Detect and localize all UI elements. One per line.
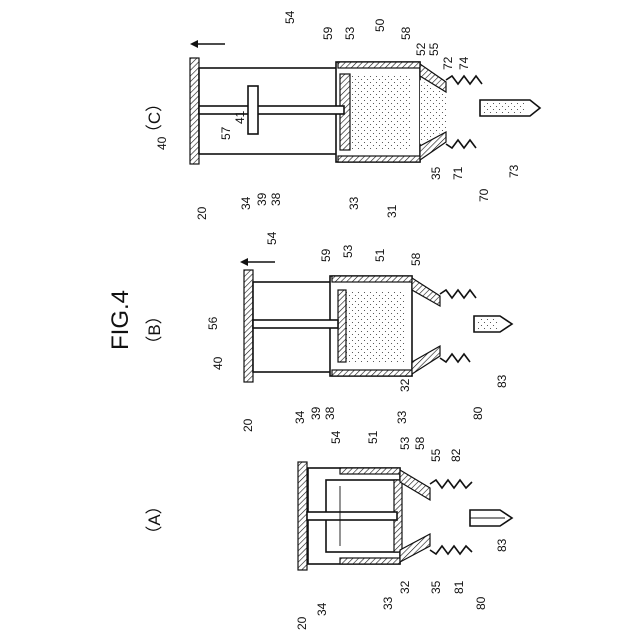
label-b-56: 56 <box>206 316 220 330</box>
label-c-20: 20 <box>195 206 209 220</box>
label-c-31: 31 <box>385 204 399 218</box>
label-a-34: 34 <box>315 602 329 616</box>
panel-c-drawing <box>190 40 540 164</box>
label-c-53: 53 <box>343 26 357 40</box>
label-c-33: 33 <box>347 196 361 210</box>
label-a-54: 54 <box>329 430 343 444</box>
label-a-53: 53 <box>398 436 412 450</box>
panel-label-a: （A） <box>145 497 164 542</box>
label-a-80: 80 <box>474 596 488 610</box>
label-b-20: 20 <box>241 418 255 432</box>
label-c-72: 72 <box>441 56 455 70</box>
label-b-39: 39 <box>309 406 323 420</box>
label-c-34: 34 <box>239 196 253 210</box>
label-a-20: 20 <box>295 616 309 630</box>
label-b-34: 34 <box>293 410 307 424</box>
label-c-58: 58 <box>399 26 413 40</box>
label-c-55: 55 <box>427 42 441 56</box>
panel-label-c: （C） <box>145 95 164 141</box>
figure-title: FIG.4 <box>107 290 134 350</box>
label-c-40: 40 <box>155 136 169 150</box>
label-b-59: 59 <box>319 248 333 262</box>
label-b-40: 40 <box>211 356 225 370</box>
label-b-54: 54 <box>265 231 279 245</box>
label-a-55: 55 <box>429 448 443 462</box>
panel-a-drawing <box>298 462 512 570</box>
label-c-70: 70 <box>477 188 491 202</box>
label-b-53: 53 <box>341 244 355 258</box>
label-c-71: 71 <box>451 166 465 180</box>
panel-b-drawing <box>240 258 512 382</box>
label-a-51: 51 <box>366 430 380 444</box>
label-b-58: 58 <box>409 252 423 266</box>
label-b-51: 51 <box>373 248 387 262</box>
label-c-73: 73 <box>507 164 521 178</box>
label-b-32: 32 <box>398 378 412 392</box>
label-c-35: 35 <box>429 166 443 180</box>
label-c-57: 57 <box>219 126 233 140</box>
panel-label-b: （B） <box>145 307 164 352</box>
label-c-39: 39 <box>255 192 269 206</box>
label-b-80: 80 <box>471 406 485 420</box>
label-a-58: 58 <box>413 436 427 450</box>
label-b-38: 38 <box>323 406 337 420</box>
label-c-59: 59 <box>321 26 335 40</box>
label-c-52: 52 <box>414 42 428 56</box>
label-c-74: 74 <box>457 56 471 70</box>
label-a-33: 33 <box>381 596 395 610</box>
label-c-54: 54 <box>283 10 297 24</box>
label-c-50: 50 <box>373 18 387 32</box>
label-c-38: 38 <box>269 192 283 206</box>
label-a-83: 83 <box>495 538 509 552</box>
label-a-35: 35 <box>429 580 443 594</box>
label-b-33: 33 <box>395 410 409 424</box>
label-c-41: 41 <box>233 110 247 124</box>
label-a-81: 81 <box>452 580 466 594</box>
label-b-83: 83 <box>495 374 509 388</box>
label-a-82: 82 <box>449 448 463 462</box>
label-a-32: 32 <box>398 580 412 594</box>
